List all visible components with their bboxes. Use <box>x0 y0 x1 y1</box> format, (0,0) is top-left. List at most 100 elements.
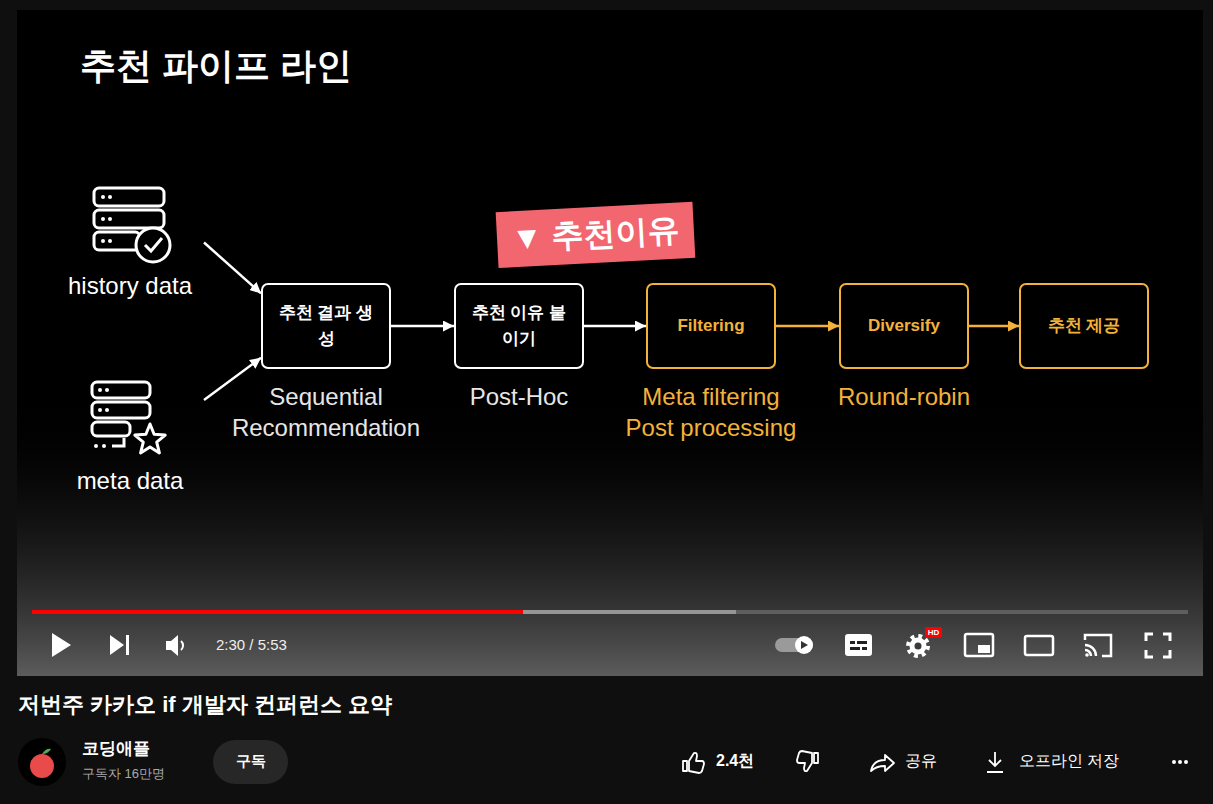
badge-text: HD <box>925 628 942 638</box>
process-box: DiversifyRound-robin <box>839 283 969 369</box>
ui-text: 코딩애플 <box>82 739 150 759</box>
avatar-circle <box>18 738 66 786</box>
more-dot <box>1184 760 1188 764</box>
db-dot <box>108 195 112 199</box>
video-frame <box>17 10 1203 676</box>
cast-icon <box>1085 635 1111 656</box>
gear-body <box>910 638 927 655</box>
db-row <box>92 402 150 418</box>
player-shade <box>17 400 1203 676</box>
hd-badge <box>925 627 942 638</box>
miniplayer-inner <box>978 645 990 653</box>
like-icon <box>683 753 704 773</box>
flow-arrow <box>204 358 261 400</box>
db-dot <box>101 217 105 221</box>
dislike-icon <box>797 751 818 771</box>
download-icon <box>987 752 1003 772</box>
db-dot <box>102 444 106 448</box>
node-label: ▼ 추천이유 <box>510 211 680 258</box>
thumb-up <box>683 753 704 773</box>
process-box: FilteringMeta filtering Post processing <box>646 283 776 369</box>
db-dot <box>101 195 105 199</box>
captions-line <box>850 641 855 644</box>
callout-badge: ▼ 추천이유 <box>496 202 695 269</box>
volume-icon <box>166 635 178 656</box>
more-dot <box>1178 760 1182 764</box>
db-dot <box>105 408 109 412</box>
check-mark <box>145 238 162 251</box>
flow-arrow <box>776 325 839 328</box>
captions-icon <box>845 634 872 656</box>
ui-text: 공유 <box>905 751 937 770</box>
ui-text: 2.4천 <box>716 751 754 770</box>
process-box: 추천 제공 <box>1019 283 1149 369</box>
db-tail <box>112 438 124 446</box>
gear-hole <box>915 643 922 650</box>
node-label: 추천 제공 <box>1048 313 1121 339</box>
db-dot <box>94 444 98 448</box>
volume-wave <box>181 641 183 650</box>
db-row <box>94 232 140 250</box>
node-label: Diversify <box>868 313 940 339</box>
db-row <box>92 382 150 398</box>
ui-text: 오프라인 저장 <box>1019 751 1119 770</box>
subscribe-pill <box>213 740 288 784</box>
autoplay-play <box>801 641 808 649</box>
process-box: 추천 이유 붙이기Post-Hoc <box>454 283 584 369</box>
miniplayer-icon <box>965 634 993 656</box>
node-caption: Meta filtering Post processing <box>621 381 801 443</box>
fullscreen-icon <box>1146 634 1170 657</box>
share-icon <box>871 755 894 771</box>
node-label: Filtering <box>677 313 744 339</box>
cast-waves <box>1085 645 1096 656</box>
node-caption: Sequential Recommendation <box>206 381 446 443</box>
db-row <box>94 210 164 228</box>
db-dot <box>108 217 112 221</box>
node-label: 추천 결과 생성 <box>277 300 375 353</box>
db-dot <box>101 239 105 243</box>
star-shape <box>135 424 165 453</box>
data-source: meta data <box>56 375 204 500</box>
db-dot <box>108 239 112 243</box>
gear-teeth <box>909 637 927 655</box>
ui-text: 구독 <box>213 752 288 770</box>
meta-dots <box>94 388 109 448</box>
db-dot <box>98 388 102 392</box>
progress-played <box>32 610 523 614</box>
avatar-leaf <box>42 749 51 754</box>
node-label: 추천 이유 붙이기 <box>470 300 568 353</box>
db-row <box>94 188 164 206</box>
data-source: history data <box>56 180 204 305</box>
ui-text: 2:30 / 5:53 <box>216 636 287 654</box>
progress-buffer <box>32 610 736 614</box>
history-icon <box>94 188 170 262</box>
flow-arrow <box>584 325 646 328</box>
db-row <box>92 422 130 436</box>
ui-text: 저번주 카카오 if 개발자 컨퍼런스 요약 <box>18 692 392 718</box>
captions-line <box>862 647 867 650</box>
ui-text: 구독자 16만명 <box>82 766 165 782</box>
next-bar <box>126 635 129 655</box>
thumb-down <box>797 751 818 771</box>
history-dots <box>101 195 112 243</box>
autoplay-knob <box>795 636 813 654</box>
cast-dot <box>1085 653 1089 657</box>
node-caption: Post-Hoc <box>470 381 569 412</box>
process-box: 추천 결과 생성Sequential Recommendation <box>261 283 391 369</box>
slide-title: 추천 파이프 라인 <box>80 42 352 91</box>
more-dot <box>1172 760 1176 764</box>
progress-track <box>32 610 1188 614</box>
captions-line <box>850 647 860 650</box>
db-dot <box>105 388 109 392</box>
flow-arrow <box>391 325 454 328</box>
flow-arrow <box>969 325 1019 328</box>
captions-line <box>857 641 867 644</box>
avatar-apple <box>30 754 54 778</box>
node-label: meta data <box>56 467 204 495</box>
flow-arrow <box>204 243 261 294</box>
node-caption: Round-robin <box>838 381 970 412</box>
